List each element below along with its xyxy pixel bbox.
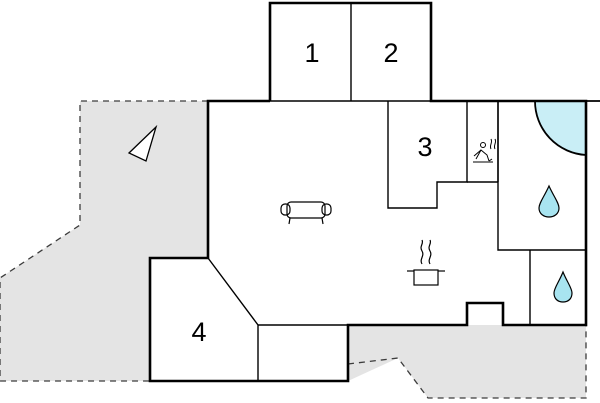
sauna-icon — [473, 138, 497, 163]
room-label-3: 3 — [417, 132, 432, 162]
pool-area — [534, 100, 587, 156]
house-interior — [150, 3, 586, 381]
outer-walls-main — [148, 99, 588, 383]
wall-bathroom — [497, 101, 586, 251]
shower-icon — [538, 184, 560, 218]
sofa-icon — [280, 201, 332, 225]
cooking-pot-icon — [407, 239, 445, 286]
room-label-2: 2 — [383, 38, 398, 68]
wall-bedroom-4 — [207, 257, 348, 381]
terrace-left-edge — [0, 100, 208, 382]
toilet-icon — [553, 270, 573, 303]
terrace-left — [0, 101, 208, 381]
room-label-4: 4 — [191, 317, 206, 347]
compass-arrow-icon — [127, 124, 158, 162]
terrace-bottom — [348, 325, 586, 398]
room-label-1: 1 — [304, 38, 319, 68]
outer-walls — [268, 1, 498, 103]
wall-bedroom-3 — [387, 101, 468, 209]
terrace-bottom-edge — [347, 325, 587, 399]
